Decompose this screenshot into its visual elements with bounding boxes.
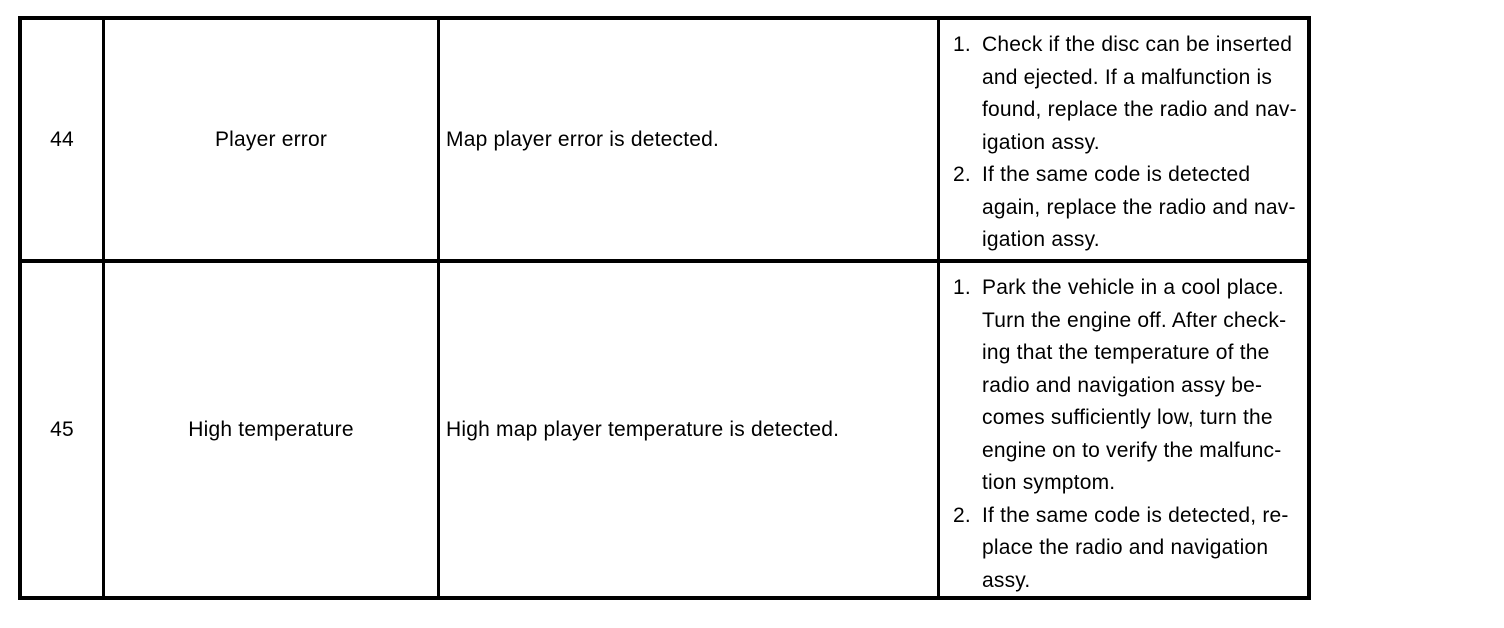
error-description: Map player error is detected. bbox=[446, 127, 720, 151]
table-cell-remedy-45: 1. Park the vehicle in a cool place. Tur… bbox=[940, 263, 1307, 596]
remedy-step: 2. If the same code is detected again, r… bbox=[953, 159, 1303, 257]
table-cell-name-44: Player error bbox=[105, 20, 440, 263]
code-value: 45 bbox=[50, 417, 74, 441]
dtc-table: 44 Player error Map player error is dete… bbox=[18, 16, 1311, 600]
error-name: Player error bbox=[214, 127, 328, 151]
remedy-step-text: Park the vehicle in a cool place. Turn t… bbox=[982, 276, 1287, 494]
table-cell-description-44: Map player error is detected. bbox=[440, 20, 940, 263]
table-cell-description-45: High map player temperature is detected. bbox=[440, 263, 940, 596]
remedy-step-number: 1. bbox=[953, 276, 971, 299]
remedy-step-text: If the same code is detected again, repl… bbox=[982, 163, 1296, 251]
table-cell-remedy-44: 1. Check if the disc can be inserted and… bbox=[940, 20, 1307, 263]
code-value: 44 bbox=[50, 127, 74, 151]
table-cell-code-45: 45 bbox=[22, 263, 105, 596]
remedy-step-text: If the same code is detected, re- place … bbox=[982, 503, 1289, 592]
remedy-step-number: 2. bbox=[953, 163, 971, 186]
table-cell-code-44: 44 bbox=[22, 20, 105, 263]
error-description: High map player temperature is detected. bbox=[446, 417, 840, 441]
remedy-step: 1. Check if the disc can be inserted and… bbox=[953, 29, 1303, 159]
remedy-step-number: 2. bbox=[953, 503, 971, 527]
remedy-step-number: 1. bbox=[953, 33, 971, 56]
remedy-step: 1. Park the vehicle in a cool place. Tur… bbox=[953, 272, 1303, 500]
remedy-step-text: Check if the disc can be inserted and ej… bbox=[982, 33, 1297, 154]
error-name: High temperature bbox=[188, 417, 354, 441]
table-cell-name-45: High temperature bbox=[105, 263, 440, 596]
remedy-step: 2. If the same code is detected, re- pla… bbox=[953, 500, 1303, 597]
